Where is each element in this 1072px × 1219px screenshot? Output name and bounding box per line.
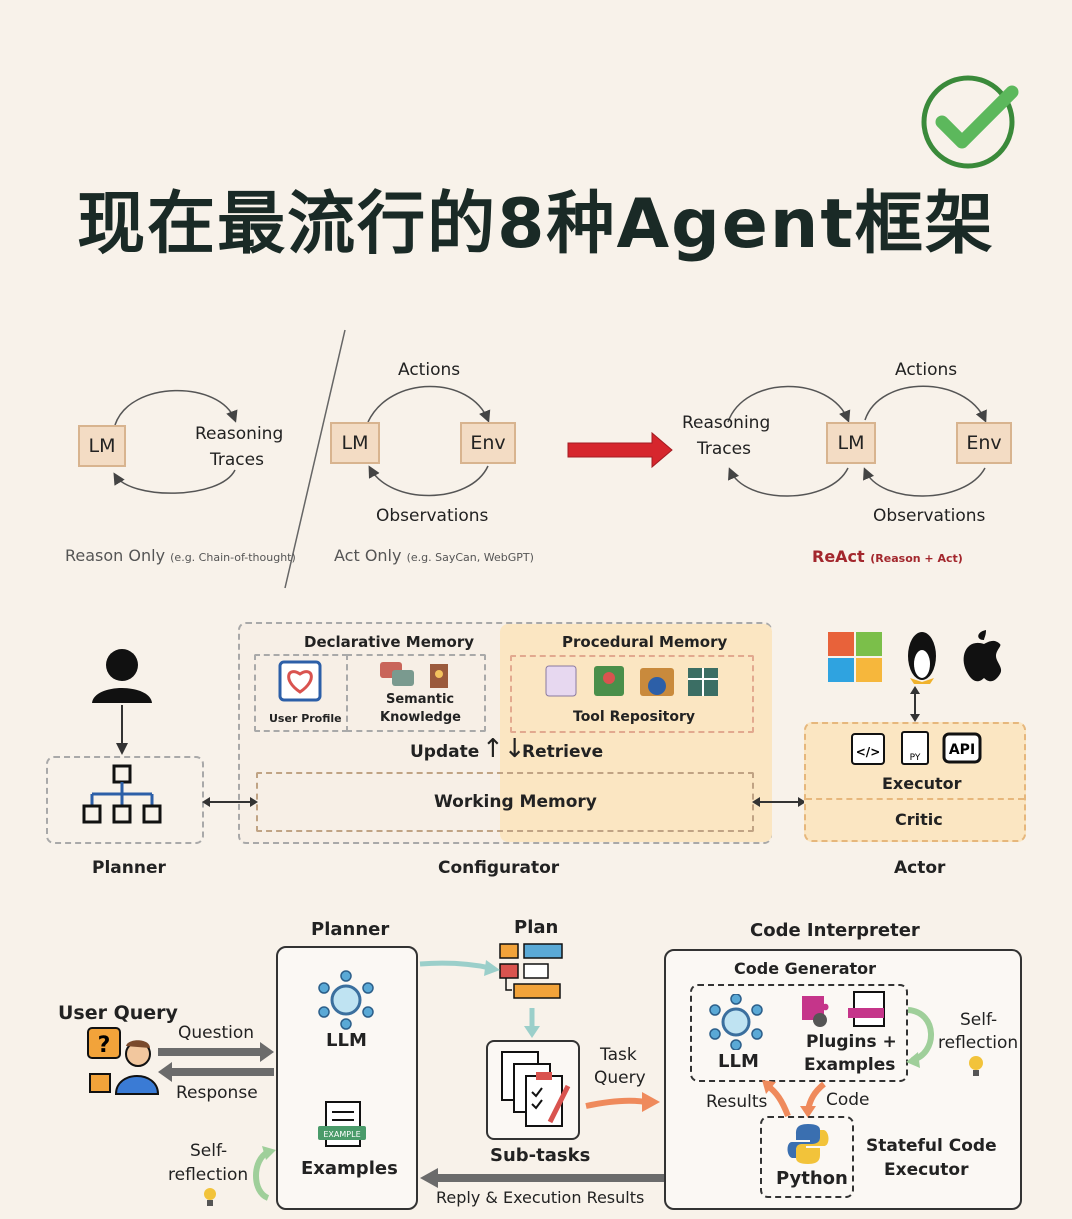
page-title: 现在最流行的8种Agent框架 — [77, 185, 995, 264]
stateful-executor-label: Executor — [884, 1160, 969, 1180]
declarative-memory-label: Declarative Memory — [304, 633, 474, 651]
python-box — [760, 1116, 854, 1198]
actor-divider — [806, 798, 1024, 800]
actions-label: Actions — [895, 360, 958, 380]
executor-label: Executor — [882, 774, 962, 793]
examples-label: Examples — [301, 1158, 398, 1179]
code-interpreter-title: Code Interpreter — [750, 920, 920, 941]
checkmark-icon — [921, 75, 1019, 169]
actor-label: Actor — [894, 858, 946, 878]
procedural-memory-label: Procedural Memory — [562, 633, 728, 651]
env-box: Env — [460, 422, 516, 464]
code-interpreter-panel — [664, 949, 1022, 1210]
results-code-arrows — [762, 1080, 826, 1118]
stateful-label: Stateful Code — [866, 1136, 997, 1156]
configurator-label: Configurator — [438, 858, 560, 878]
sub-tasks-label: Sub-tasks — [490, 1145, 591, 1166]
knowledge-label: Knowledge — [380, 710, 461, 725]
working-memory-label: Working Memory — [434, 792, 597, 812]
planner-label: Planner — [92, 858, 166, 878]
examples-doc-icon: EXAMPLE — [318, 1101, 366, 1147]
user-query-label: User Query — [58, 1002, 178, 1024]
response-label: Response — [176, 1083, 258, 1103]
react-arrows — [113, 329, 987, 589]
ci-self-label: Self- — [960, 1010, 998, 1030]
executor-icons: </> PY API — [851, 731, 982, 765]
lm-box: LM — [330, 422, 380, 464]
plugins-label: Plugins + — [806, 1032, 897, 1052]
query-label: Query — [594, 1068, 646, 1088]
question-label: Question — [178, 1023, 255, 1043]
traces-label: Traces — [697, 439, 751, 459]
semantic-box — [346, 654, 486, 732]
lightbulb-icon — [969, 1056, 983, 1076]
tools-icon — [545, 665, 718, 697]
observations-label: Observations — [376, 506, 489, 526]
retrieve-label: Retrieve — [522, 742, 604, 762]
svg-text:?: ? — [98, 1033, 111, 1058]
python-icon — [787, 1124, 829, 1164]
plugins-examples-label: Examples — [804, 1055, 896, 1075]
actions-label: Actions — [398, 360, 461, 380]
update-retrieve-arrows-icon: ↑↓ — [482, 734, 526, 764]
results-label: Results — [706, 1092, 768, 1112]
critic-label: Critic — [895, 810, 943, 829]
reply-label: Reply & Execution Results — [436, 1188, 645, 1207]
svg-text:</>: </> — [856, 745, 881, 759]
clipboard-icon — [501, 1051, 571, 1127]
reasoning-label: Reasoning — [195, 424, 284, 444]
plan-flow-icon — [499, 943, 563, 999]
planner-title: Planner — [311, 919, 390, 940]
user-profile-label: User Profile — [269, 712, 342, 725]
env-box: Env — [956, 422, 1012, 464]
code-generator-label: Code Generator — [734, 959, 877, 978]
task-query-arrow — [585, 1092, 660, 1112]
lm-box: LM — [78, 425, 126, 467]
svg-text:PY: PY — [910, 753, 921, 763]
tool-repository-box — [510, 655, 754, 733]
act-only-caption: Act Only (e.g. SayCan, WebGPT) — [334, 546, 534, 565]
task-label: Task — [600, 1045, 637, 1065]
traces-label: Traces — [210, 450, 264, 470]
reason-only-caption: Reason Only (e.g. Chain-of-thought) — [65, 546, 296, 565]
knowledge-icon — [380, 662, 448, 688]
tool-repository-label: Tool Repository — [573, 709, 695, 725]
observations-label: Observations — [873, 506, 986, 526]
code-label: Code — [826, 1090, 870, 1110]
reply-arrow — [420, 1168, 664, 1188]
plan-to-subtasks-arrow — [524, 1008, 540, 1038]
planner-box — [46, 756, 204, 844]
ci-reflection-label: reflection — [938, 1033, 1019, 1053]
user-icon — [92, 649, 152, 755]
heart-icon — [278, 660, 322, 702]
plan-label: Plan — [514, 917, 559, 938]
question-response-arrows — [158, 1042, 274, 1082]
hierarchy-icon — [82, 764, 162, 824]
procedural-bg — [500, 624, 772, 842]
semantic-label: Semantic — [386, 692, 455, 707]
bidirectional-arrows — [202, 797, 806, 807]
planner-to-plan-arrow — [419, 960, 500, 976]
lm-box: LM — [826, 422, 876, 464]
svg-text:EXAMPLE: EXAMPLE — [323, 1130, 360, 1139]
self-reflection-arrow — [204, 1146, 276, 1206]
reasoning-label: Reasoning — [682, 413, 771, 433]
svg-text:API: API — [949, 742, 975, 758]
code-generator-box — [690, 984, 908, 1082]
llm-network-icon — [709, 994, 763, 1050]
user-question-icon: ? — [87, 1027, 160, 1095]
python-label: Python — [776, 1168, 848, 1189]
reflection-label: reflection — [168, 1165, 249, 1185]
self-reflection-arrow — [906, 1007, 934, 1068]
os-logos-icon — [828, 630, 1002, 722]
react-caption: ReAct (Reason + Act) — [812, 547, 963, 566]
llm-label: LLM — [326, 1030, 367, 1051]
update-label: Update — [410, 742, 480, 762]
ci-llm-label: LLM — [718, 1051, 759, 1072]
self-label: Self- — [190, 1141, 228, 1161]
llm-network-icon — [318, 970, 374, 1030]
plugins-icon — [802, 991, 885, 1027]
